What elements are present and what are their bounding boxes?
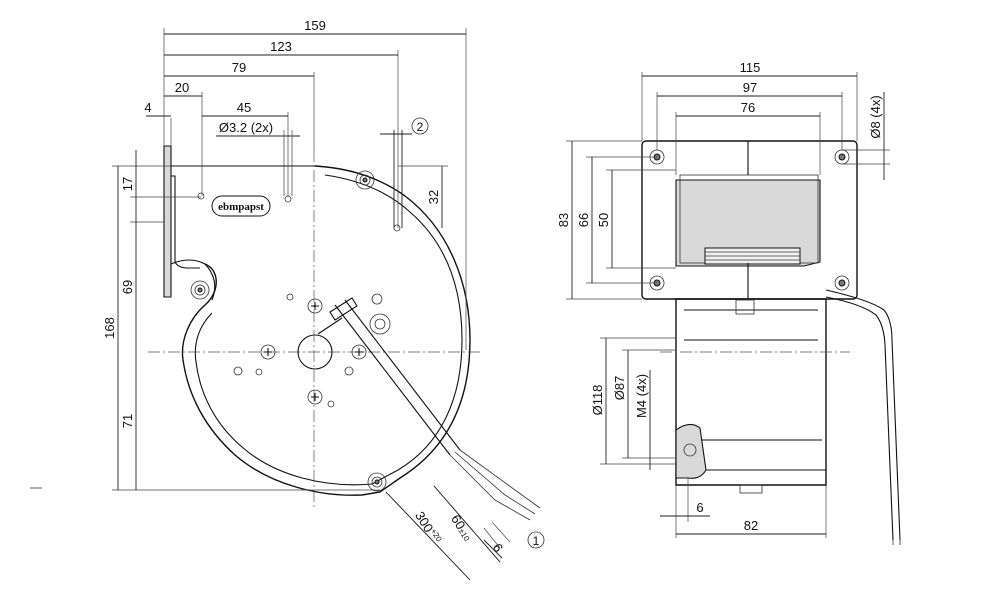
housing-outer-contour [181, 165, 471, 496]
small-hole-upper-left [286, 293, 294, 301]
flange-hole-tr [834, 149, 850, 165]
screw-bottom [307, 389, 323, 405]
dim-label-168: 168 [102, 317, 117, 339]
logo-text: ebmpapst [218, 201, 264, 213]
dim-label-82: 82 [744, 518, 758, 533]
cable-length-tolerance: +20 [429, 527, 444, 544]
dim-label-50: 50 [596, 213, 611, 227]
dim-line-cable-6 [483, 539, 503, 559]
dim-label-115: 115 [740, 60, 761, 75]
small-hole-upper-right [371, 293, 383, 305]
cable-wires [449, 449, 541, 521]
side-view: 115 97 76 Ø8 (4x) 83 66 50 Ø118 Ø87 M4 (… [556, 60, 901, 545]
housing-inner-contour [194, 174, 463, 486]
front-view: ebmpapst [30, 18, 545, 581]
dim-label-71: 71 [120, 414, 135, 428]
hole-3-2-left [197, 192, 205, 200]
logo-badge [211, 195, 271, 217]
grommet [369, 313, 391, 335]
motor-base-block [739, 484, 763, 494]
small-hole-lower-left [255, 368, 263, 376]
dim-label-83: 83 [556, 213, 571, 227]
cable-gland [675, 423, 707, 479]
small-hole-mid-right [344, 366, 354, 376]
screw-left [260, 344, 276, 360]
mounting-eye-top [355, 170, 375, 190]
dim-line-cable-300 [385, 491, 471, 581]
hole-3-2-right [284, 195, 292, 203]
dim-label-69: 69 [120, 280, 135, 294]
small-hole-lower [327, 400, 335, 408]
dim-label-123: 123 [270, 39, 292, 54]
flange-bracket [171, 165, 315, 269]
dim-label-hole-8: Ø8 (4x) [868, 95, 883, 138]
dim-label-hole-dia: Ø3.2 (2x) [219, 120, 273, 135]
dim-label-cable-300: 300+20 [412, 509, 444, 547]
strip-length-tolerance: ±10 [457, 527, 472, 544]
callout-1-label: 1 [533, 534, 540, 548]
dim-label-dia-118: Ø118 [590, 385, 605, 416]
dim-label-32: 32 [426, 190, 441, 204]
dim-label-cable-60: 60±10 [448, 512, 476, 544]
dim-label-76: 76 [741, 100, 755, 115]
dim-label-66: 66 [576, 213, 591, 227]
side-cable [825, 289, 901, 541]
air-outlet-opening [675, 179, 821, 267]
dim-label-4: 4 [144, 100, 151, 115]
dim-label-20: 20 [175, 80, 189, 95]
hole-callout-2 [393, 224, 401, 232]
cable-sheath [334, 299, 461, 456]
small-hole-mid-left [233, 366, 243, 376]
mounting-eye-left [190, 280, 210, 300]
callout-1-circle [527, 531, 545, 549]
mounting-eye-bottom [367, 472, 387, 492]
dim-label-45: 45 [237, 100, 251, 115]
dim-label-97: 97 [743, 80, 757, 95]
dim-label-thread: M4 (4x) [634, 374, 649, 418]
housing-outlet-curve [170, 259, 216, 301]
strip-length-value: 60 [448, 512, 468, 532]
dim-label-6: 6 [696, 500, 703, 515]
callout-2-label: 2 [417, 120, 424, 134]
cable-clamp [317, 297, 358, 335]
dim-label-79: 79 [232, 60, 246, 75]
motor-hub-block [735, 299, 755, 315]
callout-2-circle [411, 117, 429, 135]
dim-line-cable-60 [433, 485, 501, 563]
motor-shaft-hub [297, 334, 333, 370]
mounting-flange [163, 145, 172, 298]
dim-label-dia-87: Ø87 [612, 376, 627, 401]
dim-label-159: 159 [304, 18, 326, 33]
screw-top [307, 298, 323, 314]
flange-hole-br [834, 275, 850, 291]
dim-label-17: 17 [120, 177, 135, 191]
screw-right [351, 344, 367, 360]
